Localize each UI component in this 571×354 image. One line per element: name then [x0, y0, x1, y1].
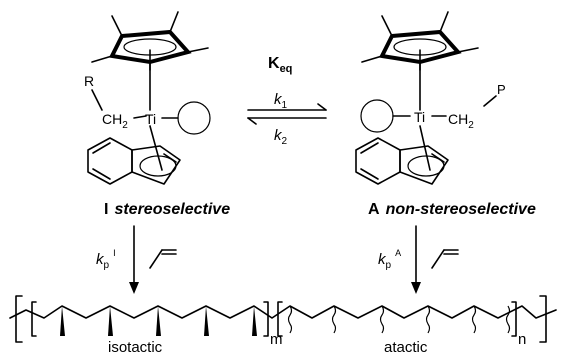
- catalyst-A-structure: [355, 11, 497, 185]
- right-ch2-label: CH2: [448, 111, 474, 131]
- atactic-label: atactic: [384, 339, 428, 354]
- right-p-label: P: [497, 82, 506, 97]
- kpI-label: kpI: [96, 248, 116, 271]
- subscript-m: m: [270, 331, 283, 348]
- left-ch2-label: CH2: [102, 111, 128, 131]
- kpA-label: kpA: [378, 248, 401, 271]
- catalyst-I-structure: [87, 11, 211, 185]
- left-ti-label: Ti: [145, 111, 156, 127]
- k1-label: k1: [274, 91, 288, 111]
- polymer-chain: [9, 295, 557, 343]
- isotactic-label: isotactic: [108, 339, 163, 354]
- subscript-n: n: [518, 331, 526, 348]
- equilibrium-arrows: [247, 103, 327, 125]
- keq-label: Keq: [268, 55, 292, 75]
- k2-label: k2: [274, 127, 288, 147]
- right-ti-label: Ti: [414, 109, 425, 125]
- propagation-arrow-A: [411, 225, 459, 294]
- propagation-arrow-I: [129, 225, 177, 294]
- left-r-label: R: [84, 73, 94, 89]
